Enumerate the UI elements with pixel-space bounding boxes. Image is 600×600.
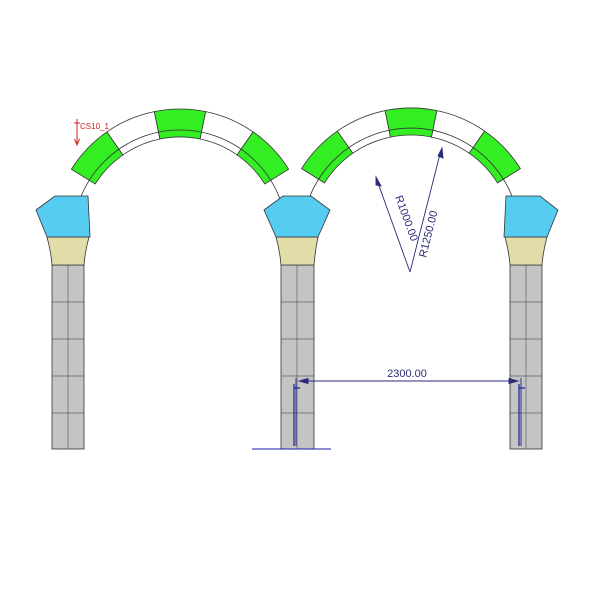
coordinate-system-marker[interactable]: CS10_1 <box>74 119 109 147</box>
pier-middle[interactable] <box>263 195 331 450</box>
pier-middle-shaft <box>280 264 315 450</box>
outer-radius-leader <box>409 153 441 273</box>
left-arch[interactable] <box>70 108 290 185</box>
span-arrow-left-icon <box>297 377 309 385</box>
pier-middle-capital <box>275 236 319 266</box>
pier-left[interactable] <box>35 195 91 450</box>
pier-right-impost <box>503 195 559 238</box>
outer-radius-arrow-icon <box>437 146 444 159</box>
arch-inner-guides <box>72 127 521 238</box>
pier-left-courses <box>52 301 84 414</box>
inner-radius-leader <box>377 182 411 273</box>
right-arch-intrados-line <box>301 127 521 238</box>
span-arrow-right-icon <box>508 377 520 385</box>
left-arch-voussoir-5[interactable] <box>236 131 290 185</box>
span-dimension[interactable] <box>295 377 522 446</box>
right-arch-voussoir-3[interactable] <box>384 107 438 138</box>
span-label: 2300.00 <box>387 368 427 380</box>
right-arch-voussoir-5[interactable] <box>468 130 521 184</box>
inner-radius-arrow-icon <box>375 175 382 187</box>
inner-radius-label: R1000.00 <box>392 194 420 243</box>
outer-radius-label: R1250.00 <box>417 210 440 259</box>
radius-dimensions[interactable] <box>375 146 444 273</box>
pier-middle-impost <box>263 195 331 238</box>
pier-right-courses <box>510 301 542 414</box>
cs-arrow-icon <box>74 138 80 147</box>
pier-left-capital <box>46 236 90 266</box>
cs-label: CS10_1 <box>80 122 109 131</box>
pier-right-capital <box>504 236 548 266</box>
left-arch-voussoir-3[interactable] <box>153 108 207 140</box>
right-arch[interactable] <box>301 107 521 184</box>
pier-right[interactable] <box>503 195 559 450</box>
pier-middle-courses <box>281 301 314 414</box>
pier-left-impost <box>35 195 91 238</box>
left-arch-intrados-line <box>72 129 288 238</box>
span-section-marks <box>293 384 525 446</box>
